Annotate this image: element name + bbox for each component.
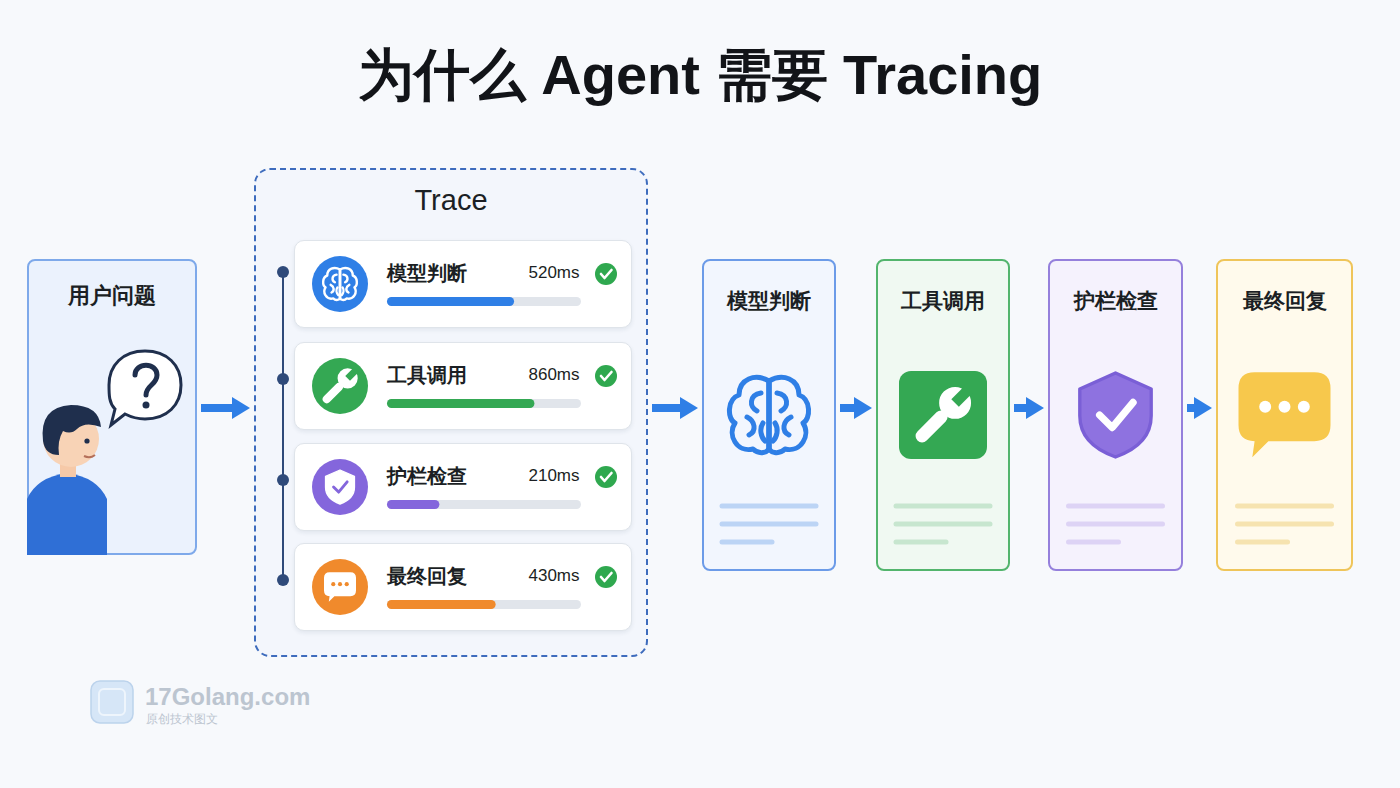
flow-arrow (1014, 404, 1026, 412)
node-title: 最终回复 (387, 563, 467, 590)
node-title: 用户问题 (29, 281, 195, 311)
flow-arrow (652, 404, 680, 412)
duration-value: 210ms (529, 466, 580, 486)
span-row: 最终回复 430ms (294, 543, 632, 631)
diagram-title: 为什么 Agent 需要 Tracing (0, 38, 1400, 114)
span-row: 护栏检查 210ms (294, 443, 632, 531)
node-title: 模型判断 (704, 287, 834, 315)
node-title: 模型判断 (387, 260, 467, 287)
span-row: 模型判断 520ms (294, 240, 632, 328)
question-box: 用户问题 (27, 259, 197, 555)
duration-value: 430ms (529, 566, 580, 586)
node-title: Trace (256, 184, 646, 217)
flow-arrow (201, 404, 232, 412)
step-card: 护栏检查 (1048, 259, 1183, 571)
node-title: 护栏检查 (1050, 287, 1181, 315)
watermark: 原创技术图文 (146, 711, 218, 728)
node-title: 最终回复 (1218, 287, 1351, 315)
flow-arrow (1187, 404, 1194, 412)
step-card: 最终回复 (1216, 259, 1353, 571)
step-card: 工具调用 (876, 259, 1010, 571)
flow-arrow (840, 404, 854, 412)
node-title: 工具调用 (387, 362, 467, 389)
trace-panel: Trace 模型判断 520ms 工具调用 860ms 护栏检查 210ms 最终回复 430m… (254, 168, 648, 657)
node-title: 护栏检查 (387, 463, 467, 490)
step-card: 模型判断 (702, 259, 836, 571)
watermark: 17Golang.com (145, 683, 310, 711)
duration-value: 520ms (529, 263, 580, 283)
span-row: 工具调用 860ms (294, 342, 632, 430)
node-title: 工具调用 (878, 287, 1008, 315)
duration-value: 860ms (529, 365, 580, 385)
